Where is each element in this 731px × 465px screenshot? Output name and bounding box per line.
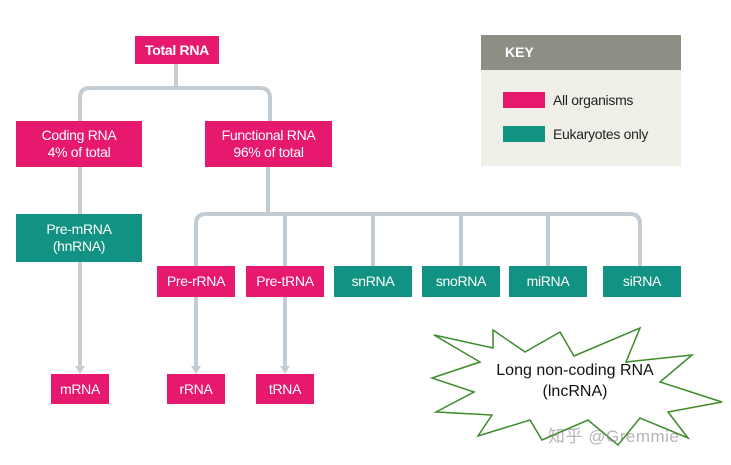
legend-swatch-all-organisms xyxy=(503,92,545,108)
mrna-label: mRNA xyxy=(59,380,101,397)
legend-key: KEY All organisms Eukaryotes only xyxy=(481,35,681,166)
watermark: 知乎 @Gremmie xyxy=(548,427,680,446)
trna-label: tRNA xyxy=(268,380,302,397)
pre-mrna-alias: (hnRNA) xyxy=(52,238,106,254)
coding-rna-node: Coding RNA 4% of total xyxy=(16,121,142,167)
pre-trna-label: Pre-tRNA xyxy=(256,273,314,289)
mrna-node: mRNA xyxy=(51,374,109,404)
functional-rna-share: 96% of total xyxy=(233,144,304,160)
rrna-node: rRNA xyxy=(167,374,225,404)
rrna-label: rRNA xyxy=(179,380,213,397)
snrna-node: snRNA xyxy=(334,266,412,297)
legend-label-eukaryotes-only: Eukaryotes only xyxy=(553,126,649,142)
coding-rna-share: 4% of total xyxy=(47,144,111,160)
total-rna-label: Total RNA xyxy=(145,41,209,58)
legend-swatch-eukaryotes-only xyxy=(503,126,545,142)
snorna-node: snoRNA xyxy=(422,266,500,297)
snorna-label: snoRNA xyxy=(435,273,487,289)
legend-title: KEY xyxy=(481,35,681,70)
pre-rrna-node: Pre-rRNA xyxy=(157,266,235,297)
lncrna-annotation-line1: Long non-coding RNA xyxy=(496,362,654,379)
snrna-label: snRNA xyxy=(351,273,395,289)
sirna-node: siRNA xyxy=(603,266,681,297)
trna-node: tRNA xyxy=(256,374,314,404)
lncrna-starburst xyxy=(429,326,723,447)
lncrna-annotation-line2: (lncRNA) xyxy=(542,383,608,400)
functional-rna-label: Functional RNA xyxy=(221,127,316,143)
sirna-label: siRNA xyxy=(622,273,662,289)
mirna-node: miRNA xyxy=(509,266,587,297)
mirna-label: miRNA xyxy=(526,273,570,289)
legend-label-all-organisms: All organisms xyxy=(553,92,634,108)
pre-mrna-node: Pre-mRNA (hnRNA) xyxy=(16,214,142,262)
functional-rna-node: Functional RNA 96% of total xyxy=(205,121,332,167)
lncrna-annotation: Long non-coding RNA (lncRNA) xyxy=(470,360,680,402)
pre-rrna-label: Pre-rRNA xyxy=(166,273,226,289)
coding-rna-label: Coding RNA xyxy=(41,127,117,143)
pre-mrna-label: Pre-mRNA xyxy=(46,221,112,237)
total-rna-node: Total RNA xyxy=(135,36,219,64)
pre-trna-node: Pre-tRNA xyxy=(246,266,324,297)
